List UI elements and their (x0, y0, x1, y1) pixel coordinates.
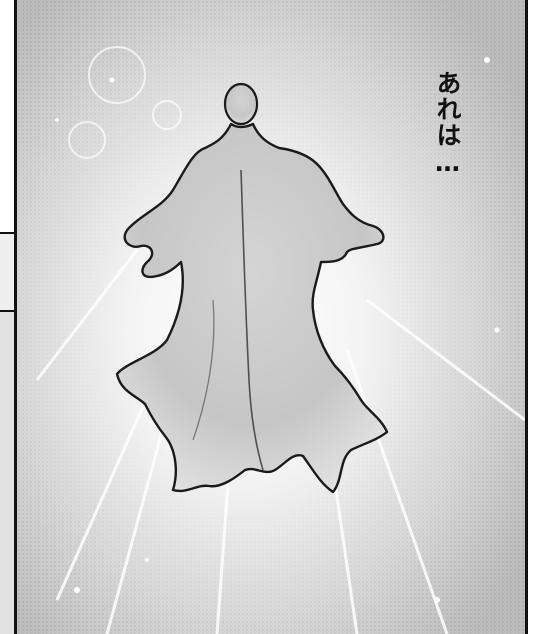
bubble-circles (68, 46, 182, 159)
speech-text: あれは… (433, 70, 462, 178)
adjacent-panel-edge (0, 0, 14, 634)
manga-panel: あれは… (14, 0, 528, 634)
panel-artwork (17, 0, 525, 634)
adjacent-panel-inset (0, 232, 14, 312)
sparkles (55, 57, 500, 603)
glowing-figure (115, 82, 389, 494)
